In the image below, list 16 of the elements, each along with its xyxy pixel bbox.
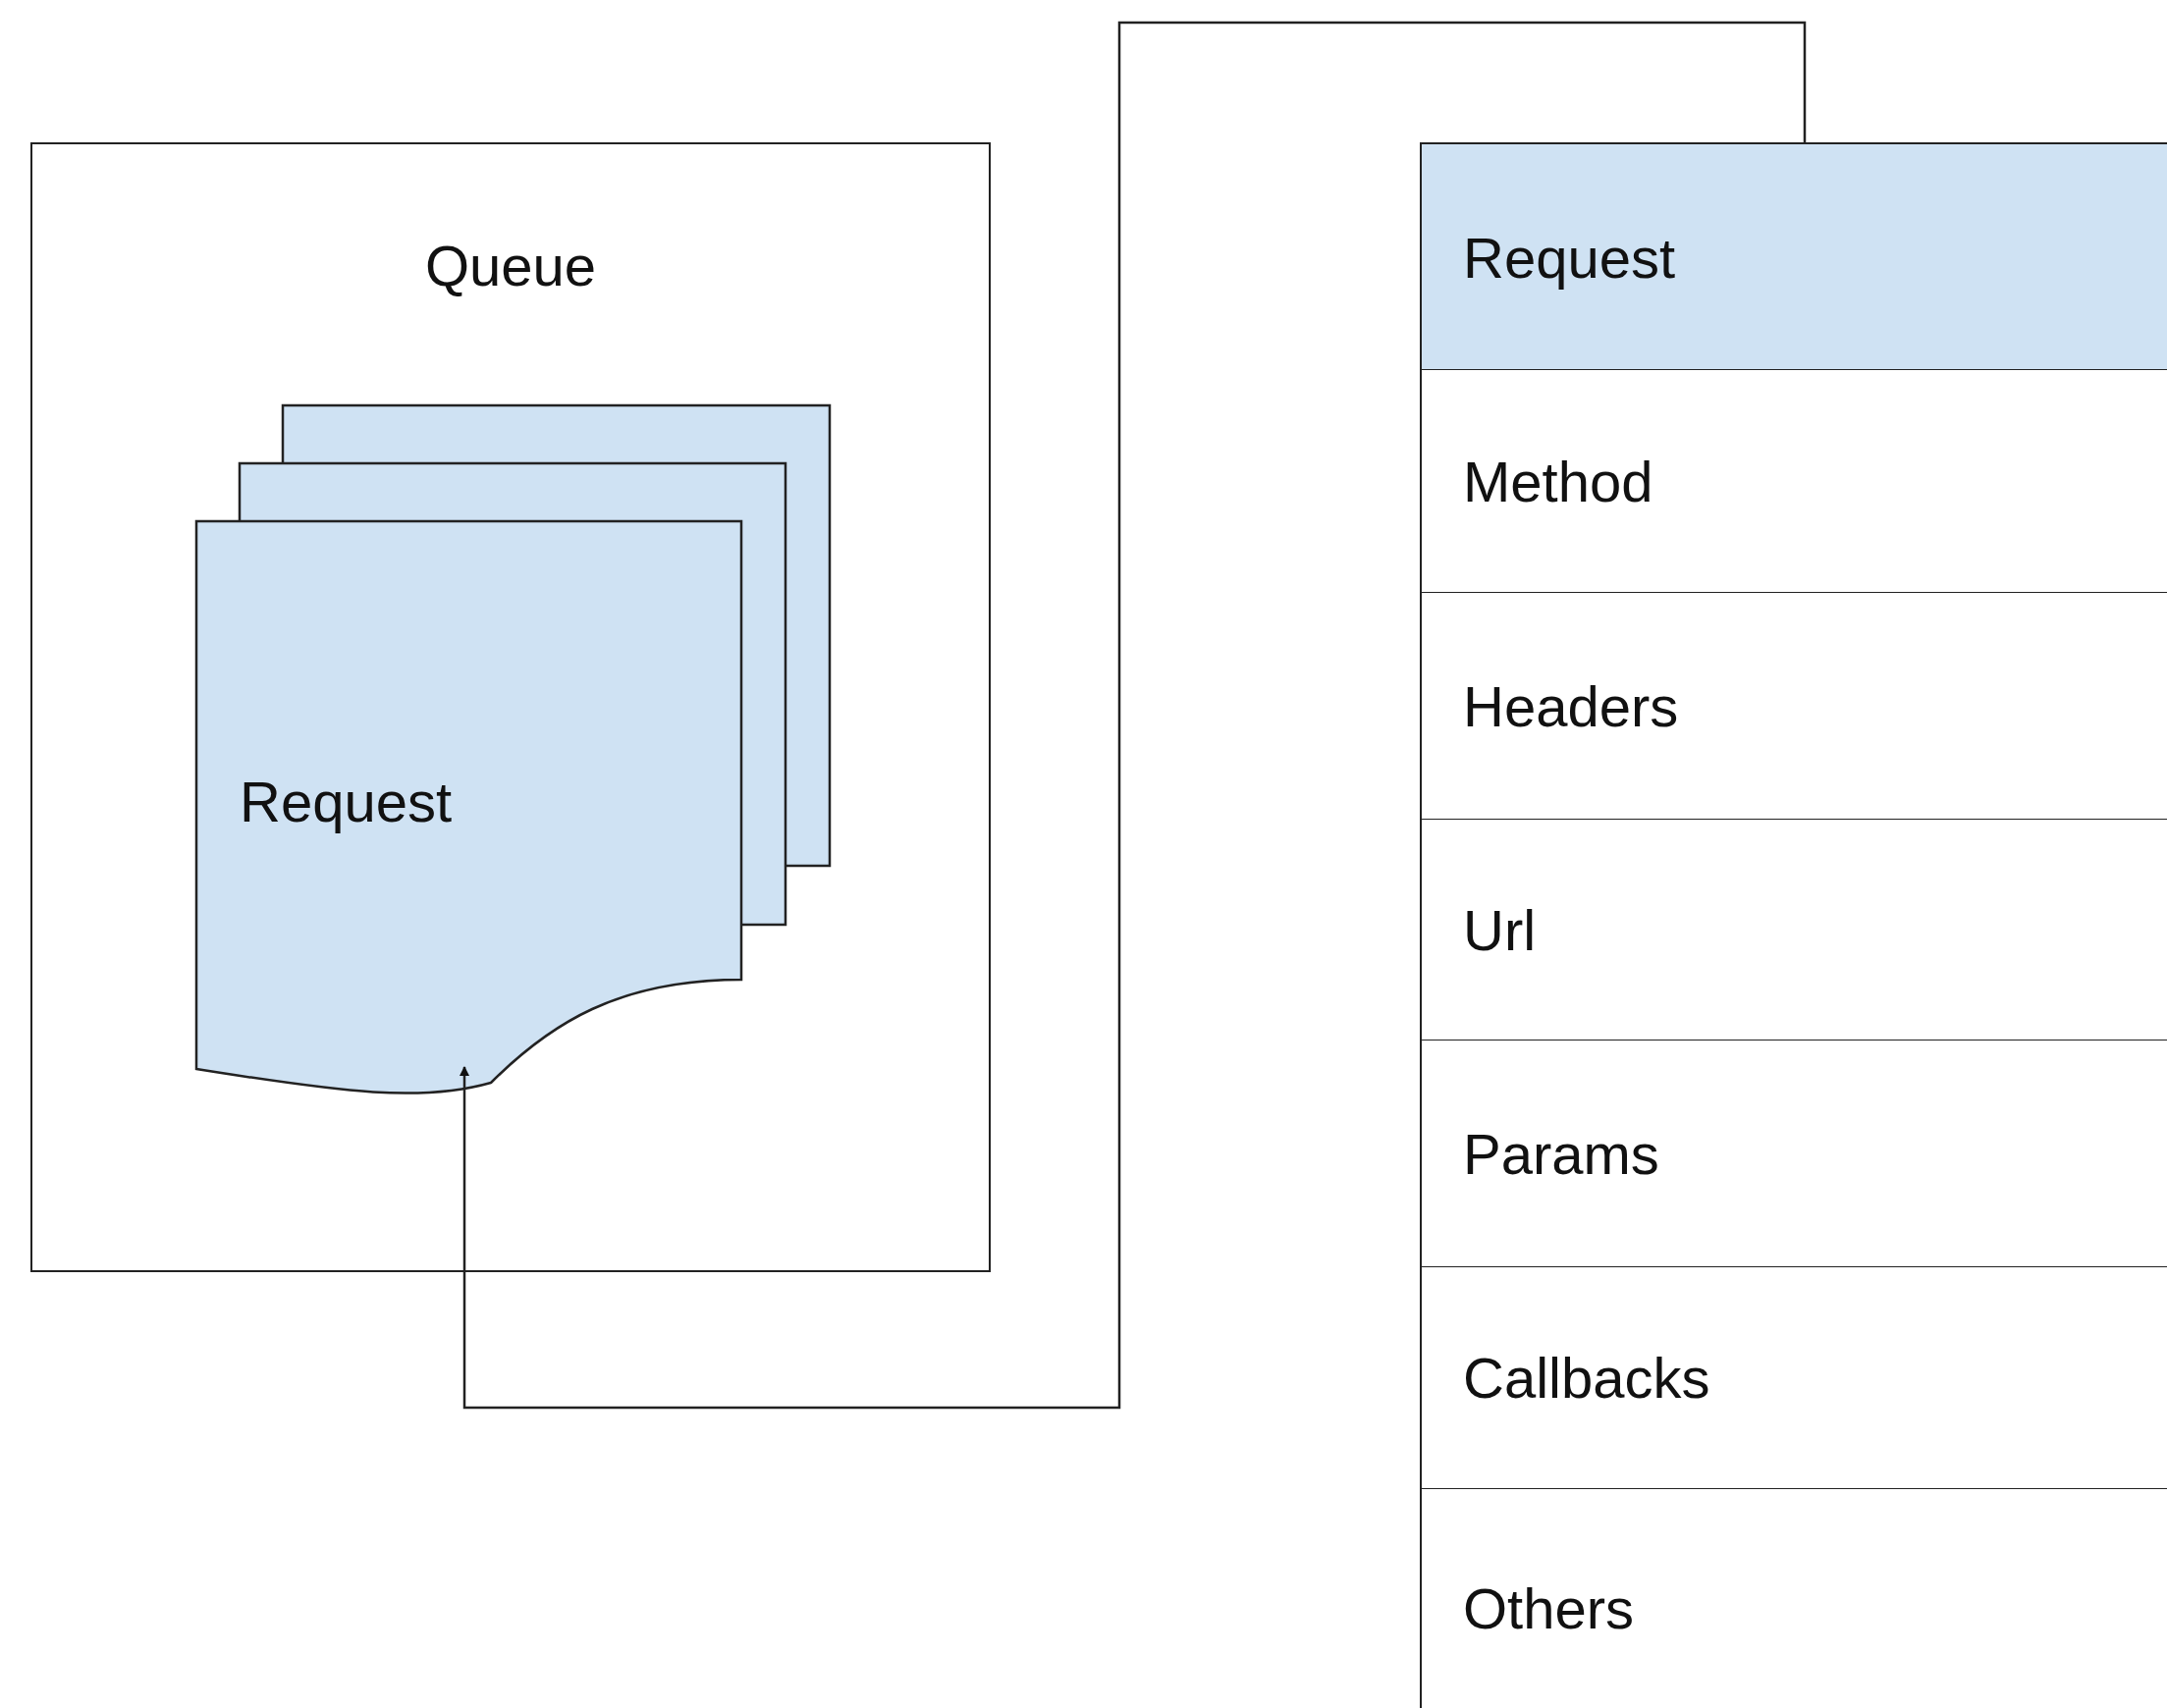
table-row [1420,1041,2167,1267]
queue-container [30,142,991,1272]
table-row [1420,820,2167,1041]
field-name: Url [1463,901,1537,959]
field-name: Params [1463,1125,1659,1183]
container-title: Queue [423,238,598,294]
connector-arrow [460,21,1807,1410]
multi-document-shape [196,405,830,1097]
field-name: Callbacks [1463,1350,1710,1407]
table-row [1420,593,2167,820]
table-header-row [1420,142,2167,370]
field-name: Method [1463,453,1653,510]
field-name: Headers [1463,677,1679,735]
table-row [1420,370,2167,593]
table-row [1420,1267,2167,1489]
field-name: Others [1463,1579,1635,1637]
